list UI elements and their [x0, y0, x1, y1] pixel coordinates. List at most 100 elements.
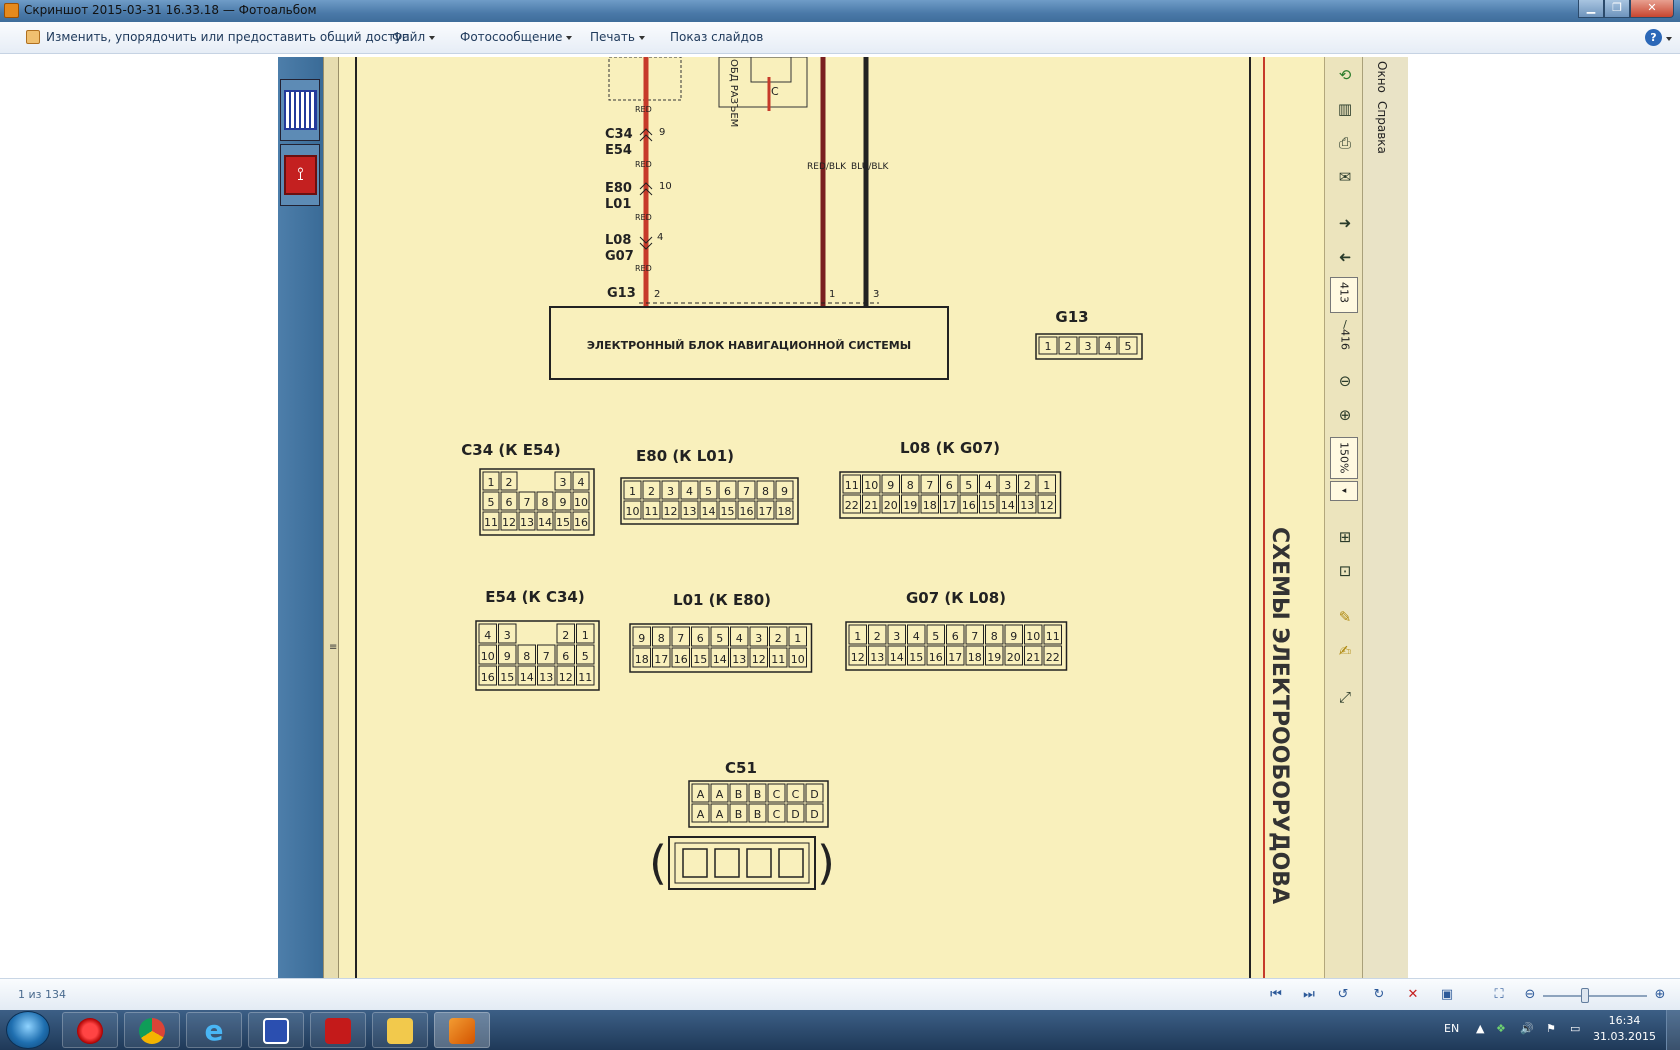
actual-size-icon[interactable]: ⛶ — [1494, 987, 1504, 1002]
pin-cell — [868, 624, 887, 645]
pin-number: 7 — [524, 496, 531, 509]
pin-number: 4 — [484, 629, 491, 642]
page-layout-icon[interactable]: ▥ — [1337, 100, 1353, 118]
flag-icon[interactable]: ⚑ — [1546, 1022, 1556, 1035]
pin-cell — [881, 474, 900, 494]
zoom-dropdown[interactable]: ◂ — [1330, 481, 1358, 501]
pin-number: 1 — [629, 485, 636, 498]
edit-share-menu[interactable]: Изменить, упорядочить или предоставить о… — [26, 30, 410, 44]
delete-icon[interactable]: ✕ — [1407, 987, 1419, 1002]
fit-width-icon[interactable]: ⊡ — [1338, 562, 1352, 580]
zoom-out-icon[interactable]: ⊖ — [1338, 372, 1352, 390]
taskbar-opera[interactable] — [62, 1012, 118, 1048]
pin-cell — [730, 626, 749, 647]
highlight-icon[interactable]: ✍ — [1338, 642, 1352, 660]
slideshow-button[interactable]: Показ слайдов — [670, 30, 764, 44]
pin-number: 12 — [1040, 499, 1054, 512]
next-page-icon[interactable]: ➜ — [1338, 214, 1352, 232]
reader-toolbar: ⟲ ▥ ⎙ ✉ ➜ ➜ 413 / 416 ⊖ ⊕ 150% ◂ ⊞ ⊡ ✎ ✍… — [1324, 57, 1362, 978]
zoom-out-icon[interactable]: ⊖ — [1524, 987, 1536, 1002]
comment-icon[interactable]: ✎ — [1338, 608, 1352, 626]
pin-number: 13 — [520, 516, 534, 529]
pin-number: 9 — [504, 650, 511, 663]
display-icon[interactable]: ▭ — [1570, 1022, 1581, 1035]
pin-cell — [517, 644, 536, 665]
pin-cell — [554, 491, 572, 511]
pin-number: 18 — [968, 651, 982, 664]
pin-number: 14 — [890, 651, 904, 664]
start-button[interactable] — [6, 1011, 50, 1049]
network-icon[interactable]: ❖ — [1496, 1022, 1506, 1035]
menu-help[interactable]: Справка — [1375, 101, 1389, 154]
minimize-button[interactable]: ▁ — [1578, 0, 1604, 18]
previous-page-icon[interactable]: ➜ — [1338, 248, 1352, 266]
zoom-slider-track[interactable] — [1543, 995, 1647, 997]
rotate-right-icon[interactable]: ↻ — [1373, 987, 1385, 1002]
splitter-grip-icon: ≡ — [329, 642, 338, 653]
pin-cell — [842, 474, 861, 494]
file-menu[interactable]: Файл — [392, 30, 436, 44]
pin-number: 13 — [870, 651, 884, 664]
pin-cell — [848, 645, 867, 666]
email-icon[interactable]: ✉ — [1338, 168, 1352, 186]
pin-cell — [691, 803, 710, 823]
connector-housing — [629, 623, 813, 673]
connector-housing — [479, 468, 595, 536]
show-desktop-button[interactable] — [1666, 1010, 1680, 1050]
help-icon[interactable]: ? — [1645, 29, 1662, 46]
zoom-level-field[interactable]: 150% — [1330, 437, 1358, 479]
taskbar-save-app[interactable] — [248, 1012, 304, 1048]
slideshow-icon[interactable]: ▣ — [1440, 987, 1454, 1002]
zoom-slider-thumb[interactable] — [1581, 988, 1589, 1003]
menu-window[interactable]: Окно — [1375, 61, 1389, 93]
pages-panel-button[interactable] — [280, 79, 320, 141]
close-button[interactable]: ✕ — [1630, 0, 1674, 18]
pin-cell — [710, 803, 729, 823]
pin-cell — [767, 803, 786, 823]
zoom-in-icon[interactable]: ⊕ — [1338, 406, 1352, 424]
taskbar-chrome[interactable] — [124, 1012, 180, 1048]
status-bar: 1 из 134 ⏮ ⏭ ↺ ↻ ✕ ▣ ⛶ ⊖ ⊕ — [0, 978, 1680, 1010]
taskbar-explorer[interactable] — [372, 1012, 428, 1048]
pin-cell — [998, 494, 1017, 514]
wire-color-red: RED — [635, 213, 652, 222]
print-menu[interactable]: Печать — [590, 30, 645, 44]
taskbar-photo-gallery[interactable] — [434, 1012, 490, 1048]
pin-cell — [748, 783, 767, 803]
maximize-button[interactable]: ❐ — [1604, 0, 1630, 18]
pin-cell — [1018, 474, 1037, 494]
volume-icon[interactable]: 🔊 — [1520, 1022, 1534, 1035]
taskbar-acrobat[interactable] — [310, 1012, 366, 1048]
taskbar-internet-explorer[interactable]: e — [186, 1012, 242, 1048]
label-e54: E54 — [605, 143, 632, 158]
next-icon[interactable]: ⏭ — [1303, 987, 1315, 1002]
attachments-panel-button[interactable]: ⟟ — [280, 144, 320, 206]
language-indicator[interactable]: EN — [1444, 1022, 1460, 1035]
rotate-left-icon[interactable]: ↺ — [1337, 987, 1349, 1002]
fit-page-icon[interactable]: ⊞ — [1338, 528, 1352, 546]
zoom-in-icon[interactable]: ⊕ — [1654, 987, 1666, 1002]
pin-number: 9 — [1010, 630, 1017, 643]
pin-number: 6 — [697, 632, 704, 645]
expand-icon[interactable]: ⤢ — [1338, 688, 1351, 706]
pin-cell — [730, 647, 749, 668]
chevron-down-icon — [638, 35, 645, 40]
pin-number: D — [810, 788, 818, 801]
current-page-field[interactable]: 413 — [1330, 277, 1358, 313]
panel-splitter[interactable]: ≡ — [323, 57, 339, 978]
previous-icon[interactable]: ⏮ — [1270, 987, 1282, 1002]
pin-cell — [737, 500, 756, 520]
download-icon[interactable]: ⟲ — [1338, 66, 1352, 84]
pin-number: 1 — [1045, 340, 1052, 353]
pin-cell — [680, 480, 699, 500]
chevron-down-icon[interactable] — [1666, 37, 1672, 41]
print-icon[interactable]: ⎙ — [1338, 134, 1351, 152]
show-hidden-icons[interactable]: ▲ — [1476, 1022, 1485, 1035]
photo-message-menu[interactable]: Фотосообщение — [460, 30, 573, 44]
pin-cell — [642, 480, 661, 500]
pin-number: B — [735, 788, 743, 801]
pin-number: 21 — [1026, 651, 1040, 664]
ie-icon: e — [204, 1014, 224, 1047]
pin-cell — [737, 480, 756, 500]
